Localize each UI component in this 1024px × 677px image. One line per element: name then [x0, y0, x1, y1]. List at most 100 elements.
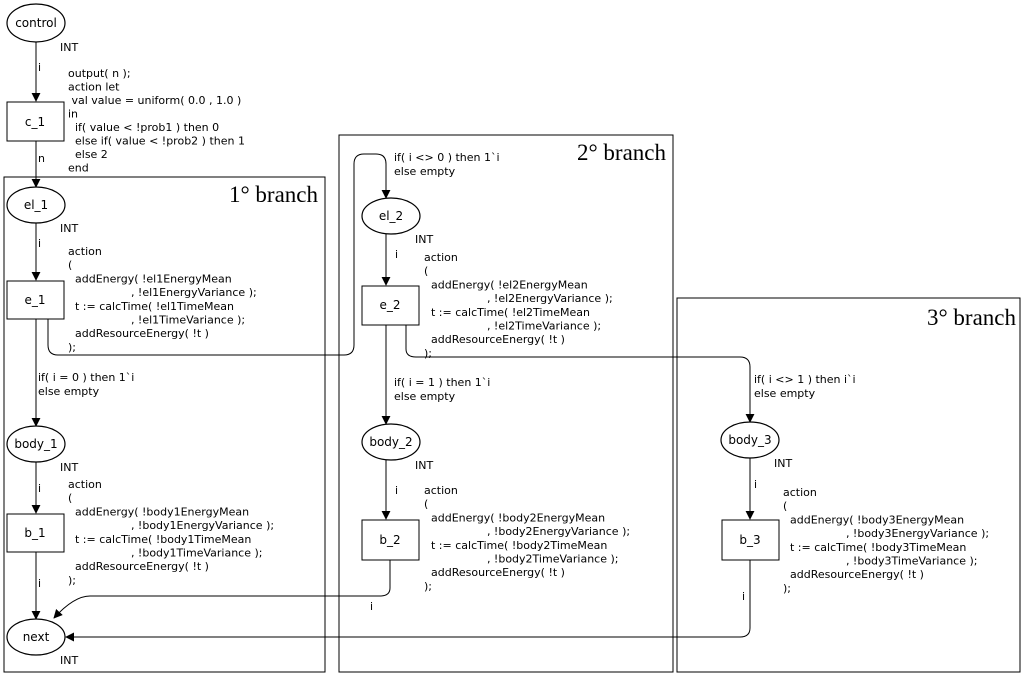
code-b_2-line: , !body2TimeVariance ); — [424, 553, 618, 566]
place-name-body_1: body_1 — [14, 437, 57, 451]
place-name-next: next — [23, 630, 50, 644]
arc-label-e2-body2-line: if( i = 1 ) then 1`i — [394, 376, 490, 389]
arc-label-b2-next: i — [370, 600, 373, 613]
arc-label-e1-el2-line: if( i <> 0 ) then 1`i — [394, 151, 500, 164]
code-e_1-line: , !el1TimeVariance ); — [68, 314, 245, 327]
code-e_2-line: t := calcTime( !el2TimeMean — [424, 306, 590, 319]
code-e_2-line: addEnergy( !el2EnergyMean — [424, 278, 588, 291]
arc-label-e2-body2-line: else empty — [394, 390, 456, 403]
place-type-next: INT — [60, 654, 78, 667]
arc-e1-el2 — [47, 153, 391, 356]
code-b_1-line: action — [68, 478, 102, 491]
code-e_2-line: , !el2EnergyVariance ); — [424, 292, 613, 305]
code-b_3-line: addResourceEnergy( !t ) — [783, 568, 924, 581]
code-b_2-line: ); — [424, 580, 432, 593]
code-e_1-line: addResourceEnergy( !t ) — [68, 327, 209, 340]
place-type-el_2: INT — [415, 233, 433, 246]
place-el_2[interactable] — [361, 197, 421, 235]
code-c_1-line: action let — [68, 81, 120, 94]
code-c_1-line: if( value < !prob1 ) then 0 — [68, 121, 219, 134]
transition-e_2[interactable] — [361, 285, 420, 326]
code-c_1: output( n );action let val value = unifo… — [68, 67, 245, 175]
place-el_1[interactable] — [6, 186, 66, 224]
code-e_1-line: ); — [68, 341, 76, 354]
code-b_1-line: , !body1EnergyVariance ); — [68, 519, 274, 532]
place-body_1[interactable] — [6, 425, 66, 463]
place-control[interactable] — [6, 3, 66, 43]
code-e_2: action( addEnergy( !el2EnergyMean , !el2… — [424, 251, 613, 360]
code-b_2-line: addEnergy( !body2EnergyMean — [424, 511, 605, 524]
transition-e_1[interactable] — [6, 280, 65, 320]
code-b_1-line: t := calcTime( !body1TimeMean — [68, 533, 251, 546]
code-e_2-line: addResourceEnergy( !t ) — [424, 333, 565, 346]
arc-label-b3-next: i — [742, 590, 745, 603]
transition-name-c_1: c_1 — [25, 115, 45, 129]
code-c_1-line: output( n ); — [68, 67, 131, 80]
transition-c_1[interactable] — [6, 101, 65, 142]
place-type-body_3: INT — [774, 457, 792, 470]
code-e_2-line: ( — [424, 265, 428, 278]
branch-1-box — [3, 176, 326, 673]
transition-b_1[interactable] — [6, 513, 65, 553]
code-c_1-line: else if( value < !prob2 ) then 1 — [68, 135, 245, 148]
arc-e2-body3 — [405, 325, 755, 423]
arc-label-control-c1: i — [38, 61, 41, 74]
code-b_2-line: action — [424, 484, 458, 497]
code-b_3-line: action — [783, 486, 817, 499]
arc-label-body3-b3: i — [754, 478, 757, 491]
code-b_1-line: addResourceEnergy( !t ) — [68, 560, 209, 573]
arc-label-e2-body3-line: else empty — [754, 387, 816, 400]
place-name-control: control — [15, 16, 57, 30]
transition-name-b_1: b_1 — [24, 526, 45, 540]
place-name-el_2: el_2 — [379, 209, 403, 223]
arc-b3-next — [65, 560, 751, 642]
code-e_1-line: ( — [68, 259, 72, 272]
place-type-el_1: INT — [60, 222, 78, 235]
place-body_2[interactable] — [361, 423, 421, 461]
code-b_1-line: addEnergy( !body1EnergyMean — [68, 505, 249, 518]
transition-name-b_3: b_3 — [739, 533, 760, 547]
code-c_1-line: in — [68, 108, 78, 121]
code-e_1-line: t := calcTime( !el1TimeMean — [68, 300, 234, 313]
place-body_3[interactable] — [720, 421, 780, 459]
transition-name-b_2: b_2 — [379, 533, 400, 547]
place-name-body_2: body_2 — [369, 435, 412, 449]
arc-label-e1-body1-line: else empty — [38, 385, 100, 398]
transition-name-e_1: e_1 — [24, 293, 45, 307]
arc-label-c1-el1: n — [38, 152, 45, 165]
arc-label-b1-next: i — [38, 577, 41, 590]
code-e_1-line: , !el1EnergyVariance ); — [68, 286, 257, 299]
branch-3-title: 3° branch — [927, 305, 1017, 330]
code-b_3-line: ( — [783, 500, 787, 513]
arc-label-body2-b2: i — [395, 484, 398, 497]
code-b_2-line: ( — [424, 498, 428, 511]
code-b_3-line: , !body3TimeVariance ); — [783, 555, 977, 568]
transition-b_3[interactable] — [721, 519, 780, 561]
code-b_3-line: addEnergy( !body3EnergyMean — [783, 513, 964, 526]
arc-label-e1-el2-line: else empty — [394, 165, 456, 178]
code-e_1-line: addEnergy( !el1EnergyMean — [68, 272, 232, 285]
code-c_1-line: else 2 — [68, 148, 108, 161]
code-b_3: action( addEnergy( !body3EnergyMean , !b… — [783, 486, 989, 595]
code-b_3-line: t := calcTime( !body3TimeMean — [783, 541, 966, 554]
place-type-control: INT — [60, 41, 78, 54]
arc-label-e1-body1-line: if( i = 0 ) then 1`i — [38, 371, 134, 384]
code-e_1-line: action — [68, 245, 102, 258]
arc-label-e2-body3-line: if( i <> 1 ) then i`i — [754, 373, 856, 386]
code-e_1: action( addEnergy( !el1EnergyMean , !el1… — [68, 245, 257, 354]
branch-2-box — [338, 134, 674, 673]
transition-b_2[interactable] — [361, 519, 420, 561]
place-type-body_1: INT — [60, 461, 78, 474]
branch-1-title: 1° branch — [229, 182, 319, 207]
branch-2-title: 2° branch — [577, 140, 667, 165]
place-name-body_3: body_3 — [728, 433, 771, 447]
arc-label-body1-b1: i — [38, 482, 41, 495]
place-next[interactable] — [6, 618, 66, 656]
place-name-el_1: el_1 — [24, 198, 48, 212]
code-b_1-line: , !body1TimeVariance ); — [68, 547, 262, 560]
place-type-body_2: INT — [415, 459, 433, 472]
branch-3-box — [676, 297, 1021, 673]
